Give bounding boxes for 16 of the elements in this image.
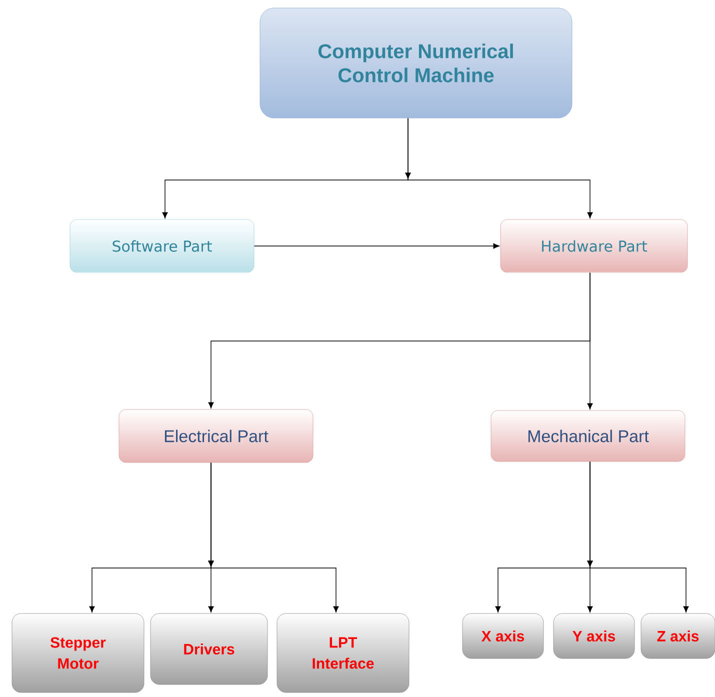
component-box: X axis bbox=[462, 613, 544, 659]
component-box: Drivers bbox=[150, 613, 268, 685]
arrow bbox=[405, 118, 593, 218]
component-box: Stepper Motor bbox=[12, 613, 144, 693]
arrow bbox=[208, 462, 339, 612]
arrow bbox=[254, 243, 500, 249]
component-box: LPT Interface bbox=[276, 613, 410, 693]
arrow bbox=[587, 272, 593, 410]
title-box: Computer Numerical Control Machine bbox=[260, 8, 572, 118]
process-box: Software Part bbox=[70, 219, 254, 273]
process-box: Hardware Part bbox=[500, 219, 688, 273]
arrow bbox=[587, 461, 689, 612]
component-box: Y axis bbox=[553, 613, 635, 659]
component-box: Z axis bbox=[640, 613, 715, 659]
process-box: Mechanical Part bbox=[490, 410, 686, 462]
process-box: Electrical Part bbox=[118, 409, 314, 463]
